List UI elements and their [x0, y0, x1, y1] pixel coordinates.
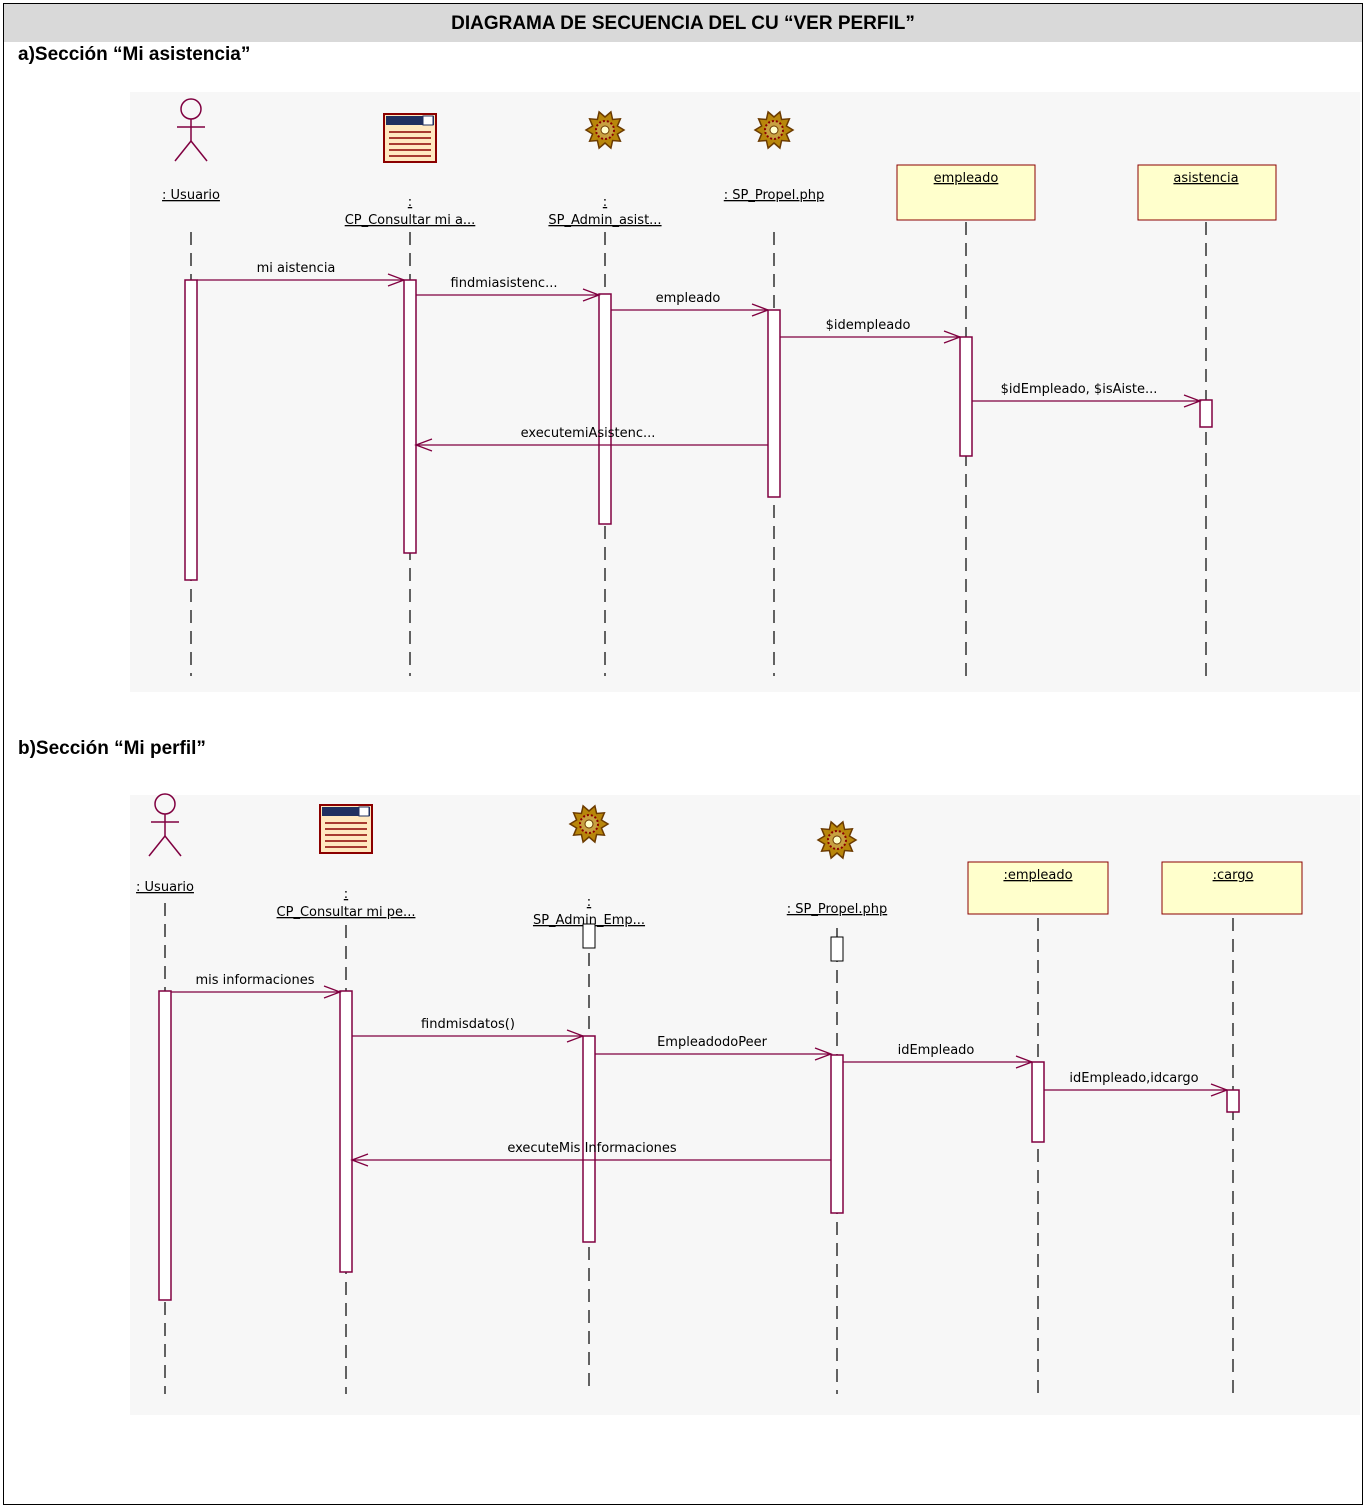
gear-icon	[568, 804, 610, 844]
section-a-heading: a)Sección “Mi asistencia”	[18, 44, 251, 65]
participant-label: SP_Admin_asist...	[548, 213, 661, 228]
message-label: empleado	[656, 291, 721, 306]
participant-5: asistencia	[1137, 164, 1277, 676]
arrowhead	[414, 438, 433, 452]
participant-2: : SP_Admin_asist...	[548, 110, 662, 676]
message-4: idEmpleado,idcargo	[1044, 1071, 1229, 1097]
participant-label: :cargo	[1213, 868, 1254, 883]
message-label: $idEmpleado, $isAiste...	[1001, 382, 1158, 397]
arrowhead	[350, 1153, 369, 1167]
gear-icon	[816, 820, 858, 860]
activation-box	[184, 279, 198, 581]
message-label: findmisdatos()	[421, 1017, 515, 1032]
message-5: executeMis Informaciones	[350, 1141, 831, 1167]
form-window-icon	[383, 113, 437, 163]
diagram-canvas	[130, 795, 1360, 1415]
message-0: mi aistencia	[197, 261, 406, 287]
arrowhead	[582, 288, 601, 302]
participant-label: CP_Consultar mi pe...	[277, 905, 416, 920]
section-b-heading: b)Sección “Mi perfil”	[18, 738, 206, 759]
activation-box	[1199, 399, 1213, 428]
participant-label: empleado	[934, 171, 999, 186]
participant-label: asistencia	[1173, 171, 1238, 186]
participant-label-top: :	[344, 887, 348, 902]
message-3: idEmpleado	[843, 1043, 1034, 1069]
participant-4: empleado	[896, 164, 1036, 676]
activation-box	[1226, 1089, 1240, 1113]
participant-label-top: :	[603, 195, 607, 210]
activation-box	[582, 923, 596, 949]
entity-box	[896, 164, 1036, 221]
message-label: mis informaciones	[195, 973, 314, 988]
participant-label: CP_Consultar mi a...	[345, 213, 476, 228]
message-label: idEmpleado,idcargo	[1069, 1071, 1198, 1086]
message-label: idEmpleado	[898, 1043, 975, 1058]
message-label: $idempleado	[826, 318, 911, 333]
diagram-b: : Usuario: CP_Consultar mi pe...: SP_Admin…	[130, 793, 1360, 1415]
diagram-a: : Usuario: CP_Consultar mi a...: SP_Admin_…	[130, 92, 1360, 692]
participant-label: : Usuario	[136, 880, 194, 895]
message-label: executeMis Informaciones	[507, 1141, 677, 1156]
participant-1: : CP_Consultar mi a...	[345, 113, 476, 676]
message-2: empleado	[611, 291, 770, 317]
arrowhead	[1015, 1055, 1034, 1069]
participant-4: :empleado	[967, 861, 1109, 1394]
activation-box	[582, 1035, 596, 1243]
participant-0: : Usuario	[162, 98, 220, 676]
participant-3: : SP_Propel.php	[787, 820, 887, 1394]
message-1: findmisdatos()	[352, 1017, 585, 1043]
message-label: EmpleadodoPeer	[657, 1035, 767, 1050]
activation-box	[1031, 1061, 1045, 1143]
participant-3: : SP_Propel.php	[724, 110, 824, 676]
message-2: EmpleadodoPeer	[595, 1035, 833, 1061]
entity-box	[1161, 861, 1303, 915]
activation-box	[403, 279, 417, 554]
arrowhead	[323, 985, 342, 999]
participant-label: : Usuario	[162, 188, 220, 203]
message-4: $idEmpleado, $isAiste...	[972, 382, 1202, 408]
actor-stick-figure-icon	[148, 793, 182, 857]
participant-label: SP_Admin_Emp...	[533, 913, 645, 928]
participant-0: : Usuario	[136, 793, 194, 1394]
gear-icon	[753, 110, 795, 150]
entity-box	[967, 861, 1109, 915]
participant-2: : SP_Admin_Emp...	[533, 804, 645, 1394]
participant-label: : SP_Propel.php	[724, 188, 824, 203]
actor-stick-figure-icon	[174, 98, 208, 162]
activation-box	[598, 293, 612, 525]
activation-box	[158, 990, 172, 1301]
entity-box	[1137, 164, 1277, 221]
message-5: executemiAsistenc...	[414, 426, 768, 452]
form-window-icon	[319, 804, 373, 854]
activation-box	[767, 309, 781, 498]
gear-icon	[584, 110, 626, 150]
arrowhead	[566, 1029, 585, 1043]
message-1: findmiasistenc...	[416, 276, 601, 302]
arrowhead	[1183, 394, 1202, 408]
message-label: executemiAsistenc...	[521, 426, 656, 441]
message-label: mi aistencia	[257, 261, 336, 276]
participant-label-top: :	[587, 895, 591, 910]
participant-label: :empleado	[1003, 868, 1072, 883]
participant-label-top: :	[408, 195, 412, 210]
participant-label: : SP_Propel.php	[787, 902, 887, 917]
participant-5: :cargo	[1161, 861, 1303, 1394]
activation-box	[830, 936, 844, 962]
arrowhead	[943, 330, 962, 344]
page-title: DIAGRAMA DE SECUENCIA DEL CU “VER PERFIL…	[4, 4, 1362, 42]
message-0: mis informaciones	[171, 973, 342, 999]
message-label: findmiasistenc...	[451, 276, 558, 291]
message-3: $idempleado	[780, 318, 962, 344]
activation-box	[959, 336, 973, 457]
arrowhead	[1210, 1083, 1229, 1097]
arrowhead	[751, 303, 770, 317]
activation-box	[339, 990, 353, 1273]
arrowhead	[814, 1047, 833, 1061]
participant-1: : CP_Consultar mi pe...	[277, 804, 416, 1394]
arrowhead	[387, 273, 406, 287]
activation-box	[830, 1054, 844, 1214]
